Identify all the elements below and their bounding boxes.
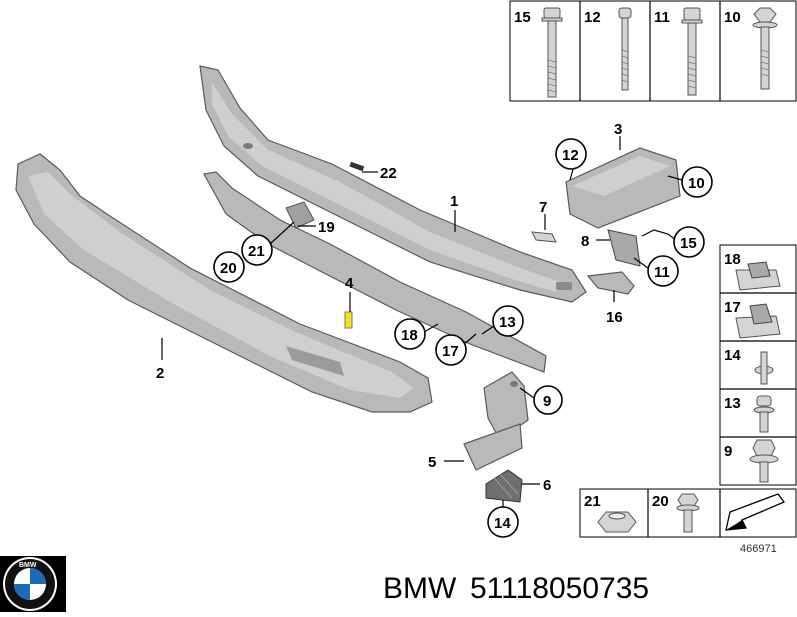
clip-nut-18-icon: 18 xyxy=(724,251,781,291)
arrow-symbol-icon xyxy=(725,493,786,531)
bolt-11-label: 11 xyxy=(654,9,670,26)
impact-absorber-part-4 xyxy=(203,171,547,373)
bolt-15-icon: 15 xyxy=(514,7,563,98)
callout-14: 14 xyxy=(494,515,511,532)
clip-nut-17-label: 17 xyxy=(724,299,741,316)
bracket-part-3 xyxy=(565,147,681,229)
bolt-11-icon: 11 xyxy=(654,7,703,96)
callout-18: 18 xyxy=(401,327,418,344)
callout-21: 21 xyxy=(248,243,265,260)
callout-1: 1 xyxy=(450,193,458,210)
brand-name: BMW xyxy=(383,572,457,605)
screw-13-icon: 13 xyxy=(724,395,775,433)
bracket-part-16 xyxy=(586,271,635,295)
diagram-number: 466971 xyxy=(740,543,777,555)
pin-part-22 xyxy=(349,161,365,172)
clip-nut-17-icon: 17 xyxy=(724,299,781,339)
bolt-10-icon: 10 xyxy=(724,7,778,90)
callout-19: 19 xyxy=(318,219,335,236)
bumper-support-part-2 xyxy=(15,153,433,413)
callouts: 1 2 3 4 5 6 7 8 9 10 11 12 xyxy=(156,121,713,538)
nut-21-icon: 21 xyxy=(584,493,637,533)
callout-20: 20 xyxy=(220,260,237,277)
side-fastener-column: 18 17 14 13 9 xyxy=(719,244,797,486)
bolt-15-label: 15 xyxy=(514,9,531,26)
bmw-logo: BMW xyxy=(3,557,57,611)
bolt-12-label: 12 xyxy=(584,9,601,26)
bolt-9-label: 9 xyxy=(724,443,732,460)
callout-11: 11 xyxy=(654,264,670,281)
callout-4: 4 xyxy=(345,275,354,292)
bolt-12-icon: 12 xyxy=(584,7,632,91)
callout-16: 16 xyxy=(606,309,623,326)
pad-part-6 xyxy=(485,469,523,503)
callout-17: 17 xyxy=(442,343,459,360)
bmw-logo-letters: BMW xyxy=(19,562,37,569)
callout-7: 7 xyxy=(539,199,547,216)
callout-10: 10 xyxy=(688,175,705,192)
callout-12: 12 xyxy=(562,147,579,164)
clip-nut-18-label: 18 xyxy=(724,251,741,268)
highlight-marker xyxy=(344,311,353,329)
nut-21-label: 21 xyxy=(584,493,601,510)
callout-9: 9 xyxy=(543,393,551,410)
bumper-carrier-part-1 xyxy=(199,65,587,303)
bracket-part-8 xyxy=(607,229,641,267)
callout-6: 6 xyxy=(543,477,551,494)
bolt-20-label: 20 xyxy=(652,493,669,510)
screw-14-label: 14 xyxy=(724,347,741,364)
mount-part-9 xyxy=(483,371,529,441)
bolt-20-icon: 20 xyxy=(652,493,700,533)
top-fastener-grid: 15 12 11 10 xyxy=(509,0,797,102)
screw-13-label: 13 xyxy=(724,395,741,412)
callout-8: 8 xyxy=(581,233,589,250)
callout-13: 13 xyxy=(499,314,516,331)
callout-3: 3 xyxy=(614,121,622,138)
callout-2: 2 xyxy=(156,365,164,382)
bolt-9-icon: 9 xyxy=(724,439,779,483)
part-number: 51118050735 xyxy=(470,572,649,605)
clip-part-7 xyxy=(531,231,557,243)
callout-22: 22 xyxy=(380,165,397,182)
callout-15: 15 xyxy=(680,235,697,252)
screw-14-icon: 14 xyxy=(724,347,774,385)
bracket-part-5 xyxy=(463,423,523,471)
bolt-10-label: 10 xyxy=(724,9,741,26)
footer: BMW BMW 51118050735 xyxy=(0,556,797,612)
bottom-fastener-row: 21 20 xyxy=(579,488,797,538)
callout-5: 5 xyxy=(428,454,436,471)
